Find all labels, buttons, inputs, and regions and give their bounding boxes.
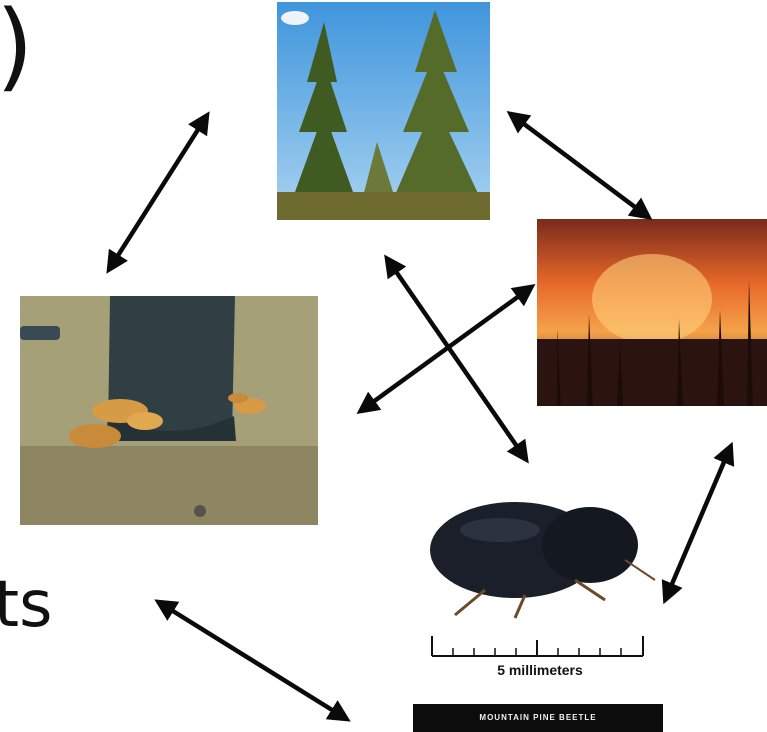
- arrow-fire-beetle: [666, 448, 730, 598]
- arrow-pines-beetle: [388, 260, 525, 458]
- arrow-pines-fire: [512, 115, 647, 216]
- arrow-text-beetle: [160, 603, 345, 718]
- arrow-fungus-pines: [110, 117, 206, 268]
- arrow-fire-fungus: [362, 288, 530, 410]
